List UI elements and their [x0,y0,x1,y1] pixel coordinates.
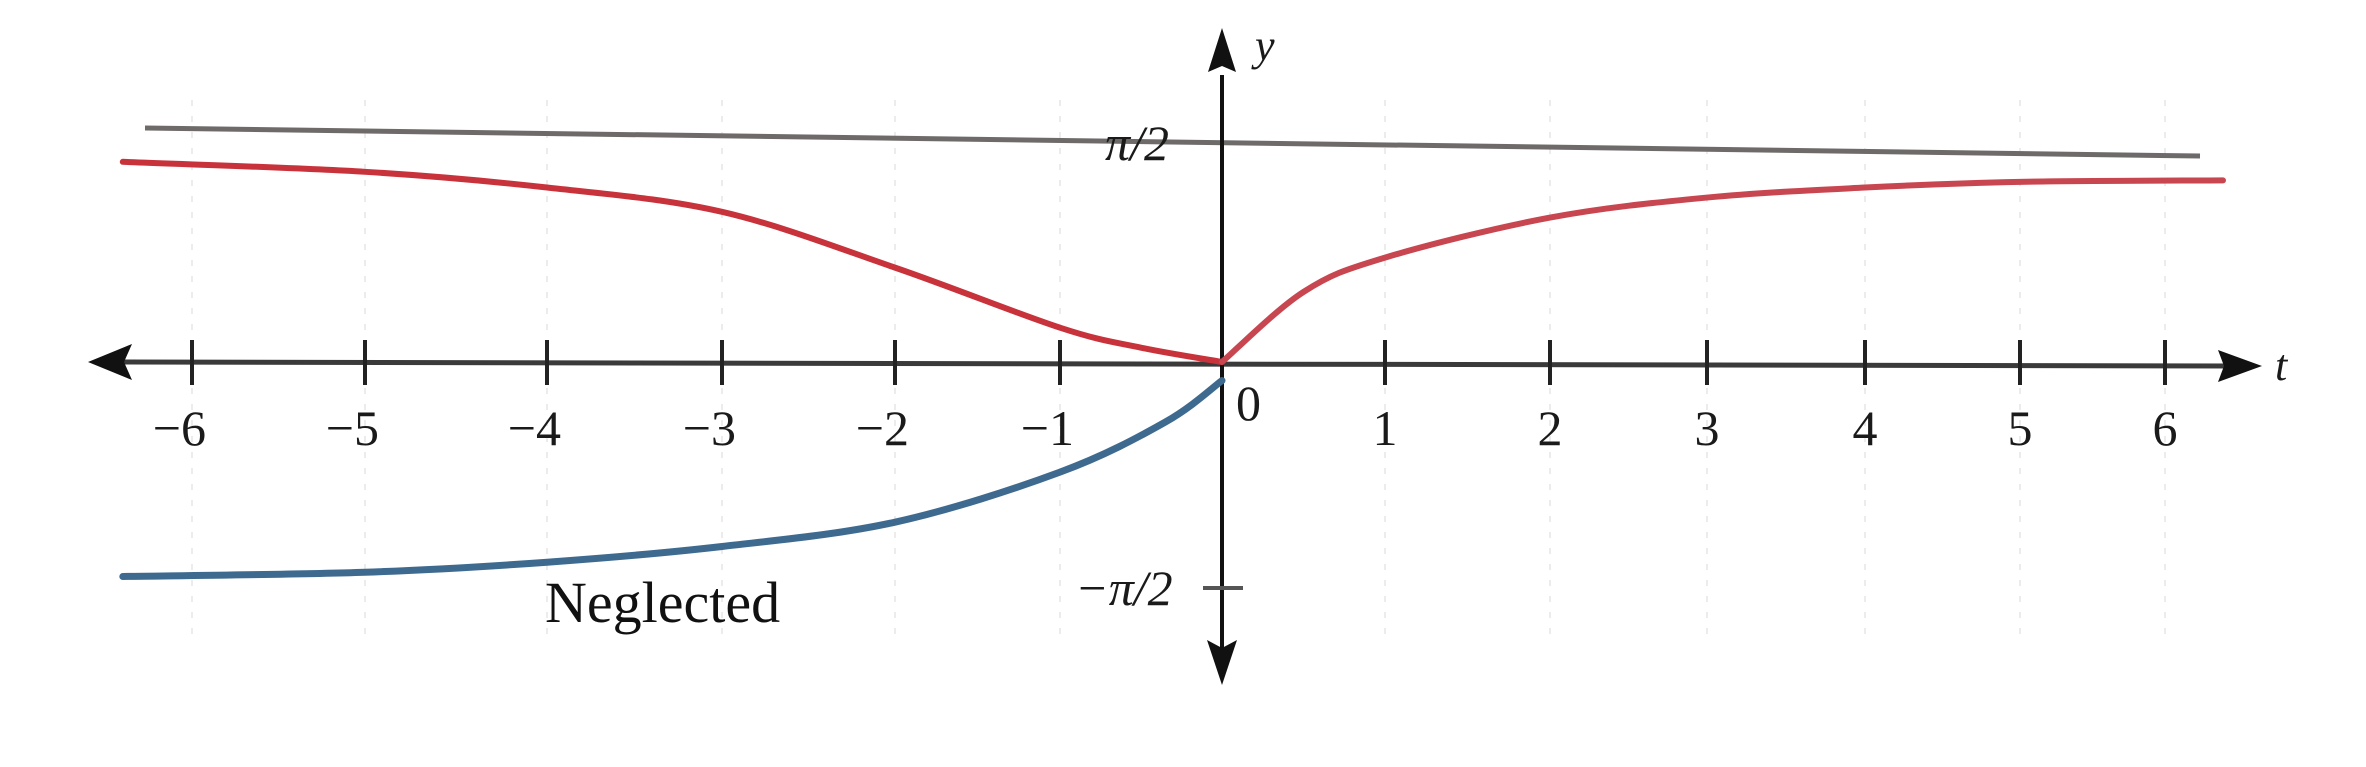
faint-gridlines [191,100,2166,640]
x-tick-label: 1 [1373,400,1398,456]
x-tick-label: 6 [2153,400,2178,456]
x-tick-label: −1 [1021,400,1074,456]
neglected-annotation: Neglected [545,570,780,635]
y-axis-up-arrow-icon [1208,28,1236,72]
x-tick-label: −4 [508,400,561,456]
lower-branch-neglected-curve [119,377,1226,580]
x-tick-label: 3 [1695,400,1720,456]
y-axis: y π/2 −π/2 0 [1075,21,1275,685]
x-tick-label: −6 [153,400,206,456]
asymptote-line-pi-half [144,125,2201,159]
x-ticks: −6 −5 −4 −3 −2 −1 1 2 3 4 5 6 [153,340,2178,456]
y-axis-label: y [1251,21,1275,70]
x-tick-label: −5 [326,400,379,456]
origin-label: 0 [1236,375,1261,431]
x-axis-right-arrow-icon [2218,350,2262,382]
y-axis-down-arrow-icon [1207,640,1237,685]
upper-branch-left-curve [119,158,1225,365]
x-axis-left-arrow-icon [88,344,132,380]
upper-branch-right-curve [1219,177,2226,365]
x-axis-label: t [2275,341,2289,390]
x-axis: −6 −5 −4 −3 −2 −1 1 2 3 4 5 6 t [88,340,2289,456]
y-tick-label-neg-pi-half: −π/2 [1075,560,1173,616]
y-tick-label-pi-half: π/2 [1105,115,1169,171]
x-tick-label: −2 [856,400,909,456]
x-tick-label: 5 [2008,400,2033,456]
x-tick-label: 2 [1538,400,1563,456]
x-tick-label: −3 [683,400,736,456]
x-tick-label: 4 [1853,400,1878,456]
